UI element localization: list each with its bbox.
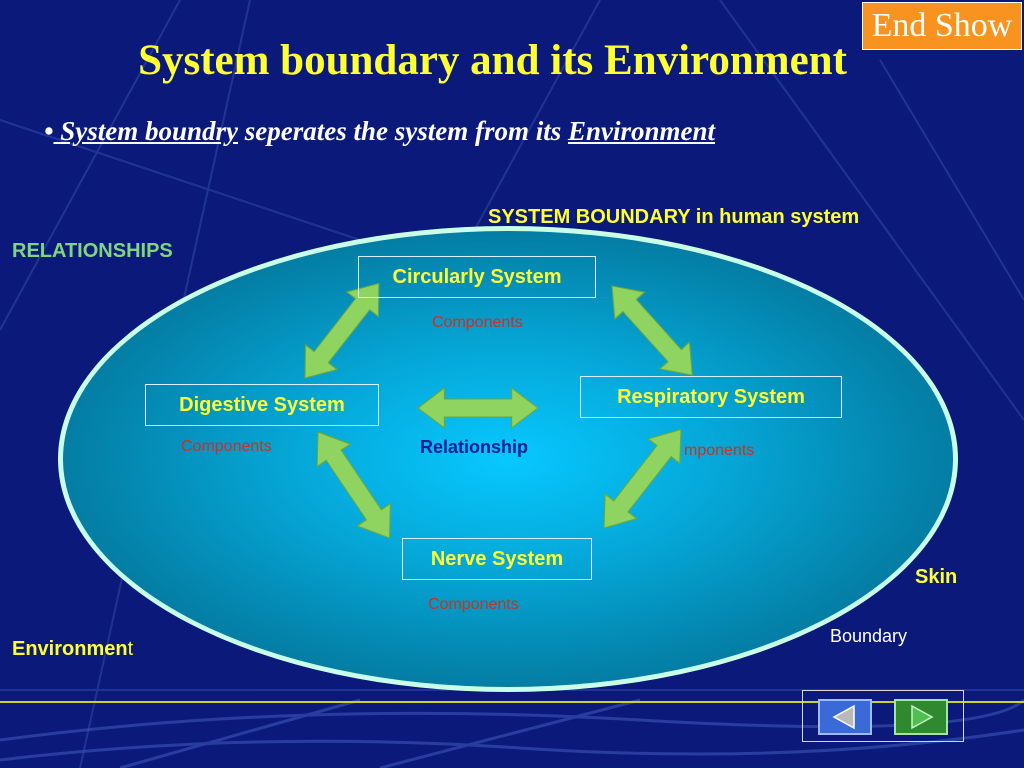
end-show-button[interactable]: End Show bbox=[862, 2, 1022, 50]
next-slide-button[interactable] bbox=[894, 699, 948, 735]
environment-term: Environment bbox=[567, 116, 716, 146]
environment-label: Environment bbox=[12, 638, 133, 661]
subtitle-middle-text: seperates the system from its bbox=[237, 116, 568, 146]
environment-label-tail: t bbox=[127, 638, 134, 660]
nerve-system-box: Nerve System bbox=[402, 538, 592, 580]
relationships-label: RELATIONSHIPS bbox=[12, 240, 173, 262]
previous-slide-button[interactable] bbox=[818, 699, 872, 735]
triangle-right-icon bbox=[911, 704, 934, 730]
digestive-system-box: Digestive System bbox=[145, 384, 379, 426]
navigation-panel bbox=[802, 690, 964, 742]
triangle-left-icon bbox=[832, 704, 855, 730]
relationship-label: Relationship bbox=[420, 437, 529, 457]
system-boundry-term: System boundry bbox=[53, 116, 238, 146]
bullet-mark: • bbox=[44, 116, 54, 146]
circulary-components-label: Components bbox=[432, 314, 523, 331]
system-boundary-oval bbox=[58, 226, 958, 692]
environment-label-main: Environmen bbox=[12, 638, 128, 660]
respiratory-system-box: Respiratory System bbox=[580, 376, 842, 418]
boundary-label: Boundary bbox=[830, 626, 908, 646]
page-title: System boundary and its Environment bbox=[138, 37, 847, 84]
respiratory-components-label: mponents bbox=[684, 442, 755, 459]
circulary-system-box: Circularly System bbox=[358, 256, 596, 298]
subtitle-line: • System boundry seperates the system fr… bbox=[44, 116, 715, 147]
nerve-components-label: Components bbox=[428, 596, 519, 613]
system-boundary-label: SYSTEM BOUNDARY in human system bbox=[488, 206, 860, 228]
digestive-components-label: Components bbox=[181, 438, 272, 455]
skin-label: Skin bbox=[915, 566, 958, 588]
